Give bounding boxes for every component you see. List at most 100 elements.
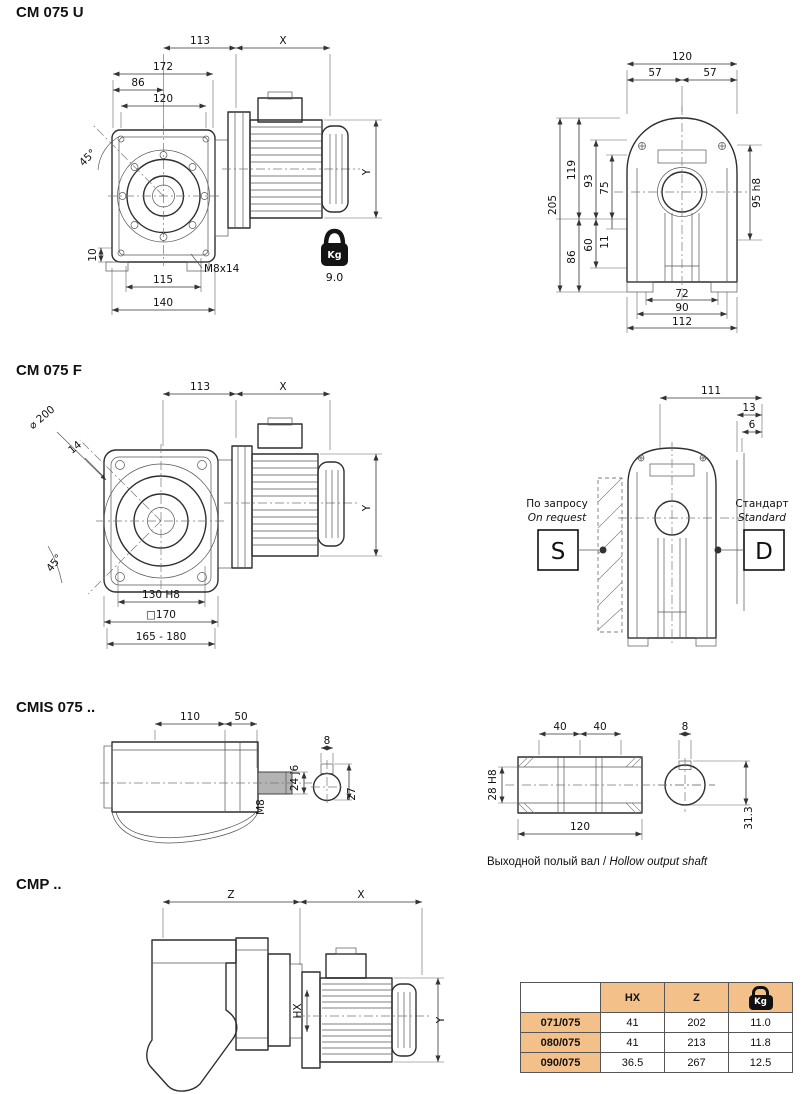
dim-130h8: 130 H8 [142, 589, 180, 601]
dim-6: 6 [749, 419, 756, 431]
hx-cell: 41 [600, 1012, 665, 1033]
dim-13: 13 [742, 402, 755, 414]
model-cell: 080/075 [520, 1032, 601, 1053]
dim-10: 10 [87, 248, 99, 261]
hx-cell: 41 [600, 1032, 665, 1053]
col-header-kg: Kg [728, 982, 793, 1013]
caption-en: Hollow output shaft [609, 856, 708, 868]
kg-cell: 11.0 [728, 1012, 793, 1033]
dim-57-left: 57 [648, 67, 661, 79]
weight-kg-label: Kg [327, 250, 341, 261]
dim-dia200: ⌀ 200 [27, 404, 57, 432]
dim-sq170: □170 [146, 609, 176, 621]
table-row: 080/075 41 213 11.8 [520, 1032, 793, 1053]
dim-27: 27 [346, 787, 358, 800]
dim-y: Y [435, 1016, 447, 1024]
dim-8: 8 [324, 735, 331, 747]
dim-y: Y [361, 504, 373, 512]
on-request-label-en: On request [528, 512, 587, 524]
section-title-cm075u: CM 075 U [16, 4, 84, 21]
model-cell: 071/075 [520, 1012, 601, 1033]
cm075u-drawing: 113 X 172 86 120 45° 10 M8x14 115 140 Y … [77, 35, 763, 333]
dim-45deg: 45° [77, 147, 99, 169]
table-corner-cell [520, 982, 601, 1013]
dim-120: 120 [153, 93, 173, 105]
dim-75: 75 [599, 181, 611, 194]
standard-label-en: Standard [738, 512, 786, 524]
dim-x: X [279, 35, 286, 47]
option-s-box [537, 529, 579, 571]
option-d-box [743, 529, 785, 571]
option-standard: Стандарт Standard D [714, 498, 789, 571]
kg-cell: 12.5 [728, 1052, 793, 1073]
table-header-row: HX Z Kg [520, 982, 793, 1013]
option-on-request: По запросу On request S [526, 498, 607, 571]
dim-165-180: 165 - 180 [136, 631, 187, 643]
caption-separator: / [599, 856, 610, 868]
hollow-shaft-section: 40 40 28 H8 120 8 31.3 [487, 721, 755, 840]
option-s-letter: S [551, 539, 566, 565]
dim-140: 140 [153, 297, 173, 309]
dim-86-face: 86 [566, 250, 578, 264]
hollow-shaft-caption: Выходной полый вал / Hollow output shaft [487, 856, 707, 868]
dim-72: 72 [675, 288, 688, 300]
dim-120-shaft: 120 [570, 821, 590, 833]
option-d-letter: D [755, 539, 773, 565]
section-cm075u: CM 075 U [0, 0, 810, 350]
dim-11: 11 [599, 235, 611, 248]
hx-cell: 36.5 [600, 1052, 665, 1073]
cmis075-drawing: 110 50 24 j6 M8 8 27 40 40 28 H8 [100, 711, 755, 844]
dim-14: 14 [66, 439, 84, 457]
dim-86: 86 [131, 77, 145, 89]
z-cell: 202 [664, 1012, 729, 1033]
dim-40-left: 40 [553, 721, 566, 733]
dim-31-3: 31.3 [743, 806, 755, 829]
dim-28h8: 28 H8 [487, 769, 499, 800]
dim-110: 110 [180, 711, 200, 723]
weight-icon-handle [752, 985, 769, 996]
dim-y: Y [361, 168, 373, 176]
section-cmp: CMP .. Z X [0, 870, 810, 1094]
option-s-pointer-dot [599, 546, 607, 554]
standard-label-ru: Стандарт [735, 498, 788, 510]
dim-x: X [357, 889, 364, 901]
dim-hx: HX [292, 1003, 304, 1018]
dim-120-face: 120 [672, 51, 692, 63]
dim-8-keyway: 8 [682, 721, 689, 733]
cmis075-side-view: 110 50 24 j6 M8 8 27 [100, 711, 358, 844]
dim-24j6: 24 j6 [289, 765, 301, 792]
dim-172: 172 [153, 61, 173, 73]
weight-icon: Kg 9.0 [321, 228, 348, 284]
z-cell: 267 [664, 1052, 729, 1073]
dim-60: 60 [583, 238, 595, 251]
cmp-side-view: Z X HX Y [146, 889, 447, 1092]
cm075f-front-view: 111 13 6 [597, 385, 763, 647]
caption-ru: Выходной полый вал [487, 856, 600, 868]
weight-icon: Kg [748, 985, 773, 1010]
model-cell: 090/075 [520, 1052, 601, 1073]
cm075u-side-view: 113 X 172 86 120 45° 10 M8x14 115 140 Y [77, 35, 382, 315]
section-title-cm075f: CM 075 F [16, 362, 82, 379]
dim-57-right: 57 [703, 67, 716, 79]
dim-x: X [279, 381, 286, 393]
dim-112: 112 [672, 316, 692, 328]
dim-40-right: 40 [593, 721, 606, 733]
dim-93: 93 [583, 174, 595, 187]
col-header-z: Z [664, 982, 729, 1013]
cm075u-front-view: 120 57 57 205 119 86 93 60 75 11 95 h8 7… [547, 51, 763, 333]
cm075f-side-view: ⌀ 200 14 113 X 45° 130 H8 □170 165 - 180… [27, 381, 382, 649]
on-request-label-ru: По запросу [526, 498, 588, 510]
weight-icon-body: Kg [748, 994, 773, 1010]
cm075f-drawing: ⌀ 200 14 113 X 45° 130 H8 □170 165 - 180… [27, 381, 789, 649]
option-d-pointer-dot [714, 546, 722, 554]
section-cm075f: CM 075 F [0, 350, 810, 690]
dim-205: 205 [547, 195, 559, 215]
dim-113: 113 [190, 35, 210, 47]
dim-119: 119 [566, 160, 578, 180]
dim-115: 115 [153, 274, 173, 286]
dim-m8x14: M8x14 [204, 263, 240, 275]
dim-50: 50 [234, 711, 247, 723]
dim-90: 90 [675, 302, 688, 314]
dim-45deg: 45° [44, 552, 65, 574]
